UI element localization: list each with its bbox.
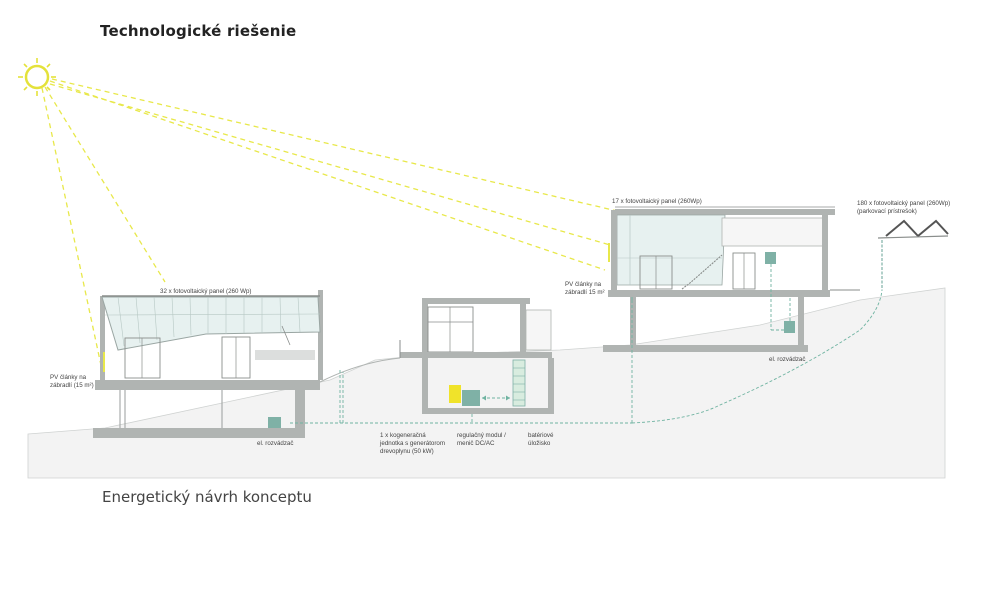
label-switchboard-right: el. rozvádzač (769, 356, 805, 363)
right-house (603, 206, 860, 352)
electrical-connections (290, 264, 883, 424)
label-chp: 1 x kogeneračná (380, 432, 426, 439)
label-parking: 180 x fotovoltaický panel (260Wp) (857, 200, 950, 207)
pv-roof-right (616, 214, 726, 286)
sun-icon (18, 58, 56, 96)
parking-canopy (877, 219, 949, 290)
label-pv-railing-right: PV články na (565, 281, 602, 288)
page-title: Technologické riešenie (100, 22, 297, 40)
regulation-module (462, 390, 480, 406)
label-pv-railing-right-2: zábradlí 15 m² (565, 289, 605, 296)
label-pv-house-left: 32 x fotovoltaický panel (260 Wp) (160, 288, 251, 295)
switchboard-right (784, 321, 795, 333)
left-house (93, 290, 323, 438)
inverter-right (765, 252, 776, 264)
label-regulation-2: menič DC/AC (457, 440, 495, 447)
label-switchboard-left: el. rozvádzač (257, 440, 293, 447)
label-pv-railing-left-2: zábradlí (15 m²) (50, 382, 94, 389)
switchboard-left (268, 417, 281, 428)
pv-roof-left (101, 296, 321, 351)
battery-storage (512, 359, 526, 407)
chp-generator (449, 385, 461, 403)
label-chp-2: jednotka s generátorom (379, 440, 445, 447)
label-pv-railing-left: PV články na (50, 374, 87, 381)
middle-building (399, 298, 554, 414)
label-pv-house-right: 17 x fotovoltaický panel (260Wp) (612, 198, 702, 205)
label-chp-3: drevoplynu (50 kW) (380, 448, 434, 455)
diagram-caption: Energetický návrh konceptu (102, 488, 312, 506)
sun-rays (41, 78, 631, 371)
label-battery: batériové (528, 432, 554, 439)
label-battery-2: úložisko (528, 440, 551, 447)
label-parking-2: (parkovací prístrešok) (857, 208, 917, 215)
label-regulation: regulačný modul / (457, 432, 506, 439)
